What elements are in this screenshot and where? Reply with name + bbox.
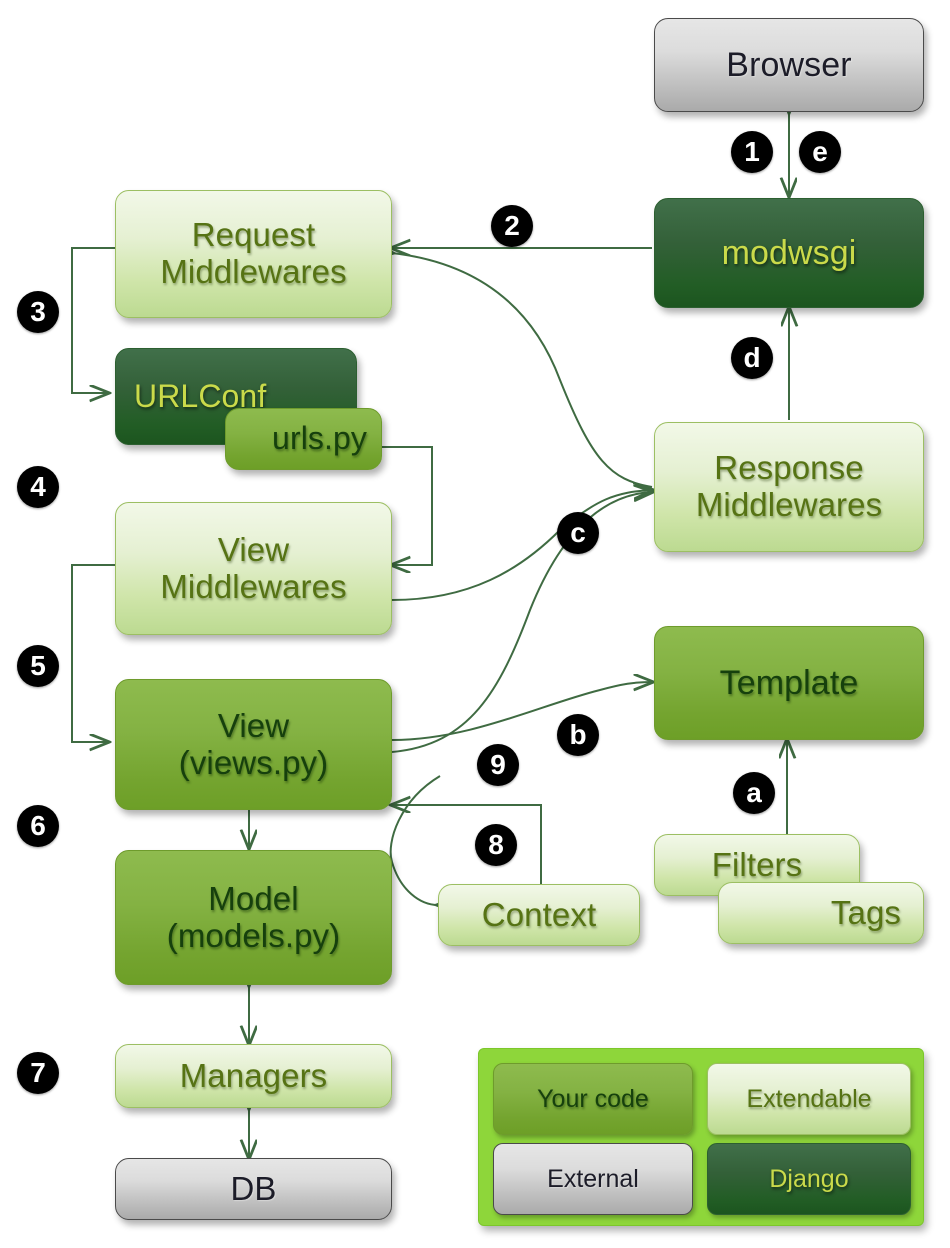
marker-2: 2 bbox=[491, 205, 533, 247]
marker-7: 7 bbox=[17, 1052, 59, 1094]
wire-context-view bbox=[392, 805, 542, 886]
marker-3-label: 3 bbox=[30, 296, 46, 327]
marker-d: d bbox=[731, 337, 773, 379]
marker-9: 9 bbox=[477, 744, 519, 786]
legend-label-django: Django bbox=[769, 1164, 849, 1193]
legend-chip-your-code: Your code bbox=[493, 1063, 693, 1135]
marker-a: a bbox=[733, 772, 775, 814]
node-tags-label: Tags bbox=[830, 893, 901, 931]
node-template-label: Template bbox=[719, 663, 859, 702]
legend-chip-external: External bbox=[493, 1143, 693, 1215]
marker-5: 5 bbox=[17, 645, 59, 687]
marker-3: 3 bbox=[17, 291, 59, 333]
marker-2-label: 2 bbox=[504, 210, 520, 241]
node-context[interactable]: Context bbox=[438, 884, 640, 946]
node-modwsgi-label: modwsgi bbox=[721, 233, 857, 272]
marker-4-label: 4 bbox=[30, 471, 46, 502]
node-view-middlewares[interactable]: View Middlewares bbox=[115, 502, 392, 635]
node-response-middlewares-label: Response Middlewares bbox=[695, 449, 883, 523]
node-model[interactable]: Model (models.py) bbox=[115, 850, 392, 985]
marker-1: 1 bbox=[731, 131, 773, 173]
node-view-label: View (views.py) bbox=[178, 706, 329, 781]
marker-7-label: 7 bbox=[30, 1057, 46, 1088]
node-request-middlewares-label: Request Middlewares bbox=[160, 216, 347, 290]
node-request-middlewares[interactable]: Request Middlewares bbox=[115, 190, 392, 318]
legend-panel: Your code Extendable External Django bbox=[478, 1048, 924, 1226]
node-browser[interactable]: Browser bbox=[654, 18, 924, 112]
marker-e-label: e bbox=[812, 136, 828, 167]
node-tags[interactable]: Tags bbox=[718, 882, 924, 944]
marker-c: c bbox=[557, 512, 599, 554]
node-db-label: DB bbox=[230, 1169, 277, 1207]
marker-a-label: a bbox=[746, 777, 762, 808]
node-response-middlewares[interactable]: Response Middlewares bbox=[654, 422, 924, 552]
legend-chip-extendable: Extendable bbox=[707, 1063, 911, 1135]
wire-request-middlewares-urlconf bbox=[71, 247, 115, 393]
marker-e: e bbox=[799, 131, 841, 173]
node-db[interactable]: DB bbox=[115, 1158, 392, 1220]
node-urls-py-label: urls.py bbox=[272, 420, 367, 457]
wire-view-template bbox=[391, 682, 652, 741]
node-browser-label: Browser bbox=[726, 45, 852, 84]
node-managers-label: Managers bbox=[179, 1056, 328, 1094]
legend-label-extendable: Extendable bbox=[746, 1084, 872, 1113]
wire-view-middlewares-view bbox=[71, 564, 115, 742]
node-urlconf-label: URLConf bbox=[134, 377, 267, 414]
wire-view-middlewares-response-middlewares bbox=[391, 490, 652, 601]
wire-request-to-response-middlewares bbox=[392, 253, 653, 488]
marker-d-label: d bbox=[743, 342, 761, 373]
node-model-label: Model (models.py) bbox=[166, 879, 341, 954]
node-filters-label: Filters bbox=[711, 845, 803, 883]
legend-label-external: External bbox=[547, 1164, 639, 1193]
node-view[interactable]: View (views.py) bbox=[115, 679, 392, 810]
legend-label-your-code: Your code bbox=[537, 1084, 649, 1113]
marker-6-label: 6 bbox=[30, 810, 46, 841]
marker-1-label: 1 bbox=[744, 136, 760, 167]
node-template[interactable]: Template bbox=[654, 626, 924, 740]
marker-6: 6 bbox=[17, 805, 59, 847]
marker-8: 8 bbox=[475, 824, 517, 866]
node-modwsgi[interactable]: modwsgi bbox=[654, 198, 924, 308]
node-urls-py[interactable]: urls.py bbox=[225, 408, 382, 470]
marker-9-label: 9 bbox=[490, 749, 506, 780]
legend-chip-django: Django bbox=[707, 1143, 911, 1215]
marker-4: 4 bbox=[17, 466, 59, 508]
marker-c-label: c bbox=[570, 517, 586, 548]
marker-b: b bbox=[557, 714, 599, 756]
marker-b-label: b bbox=[569, 719, 587, 750]
node-context-label: Context bbox=[481, 895, 597, 933]
wire-context-model bbox=[389, 775, 440, 905]
wire-view-response-middlewares bbox=[391, 492, 652, 753]
node-managers[interactable]: Managers bbox=[115, 1044, 392, 1108]
marker-5-label: 5 bbox=[30, 650, 46, 681]
node-view-middlewares-label: View Middlewares bbox=[160, 530, 347, 605]
marker-8-label: 8 bbox=[488, 829, 504, 860]
